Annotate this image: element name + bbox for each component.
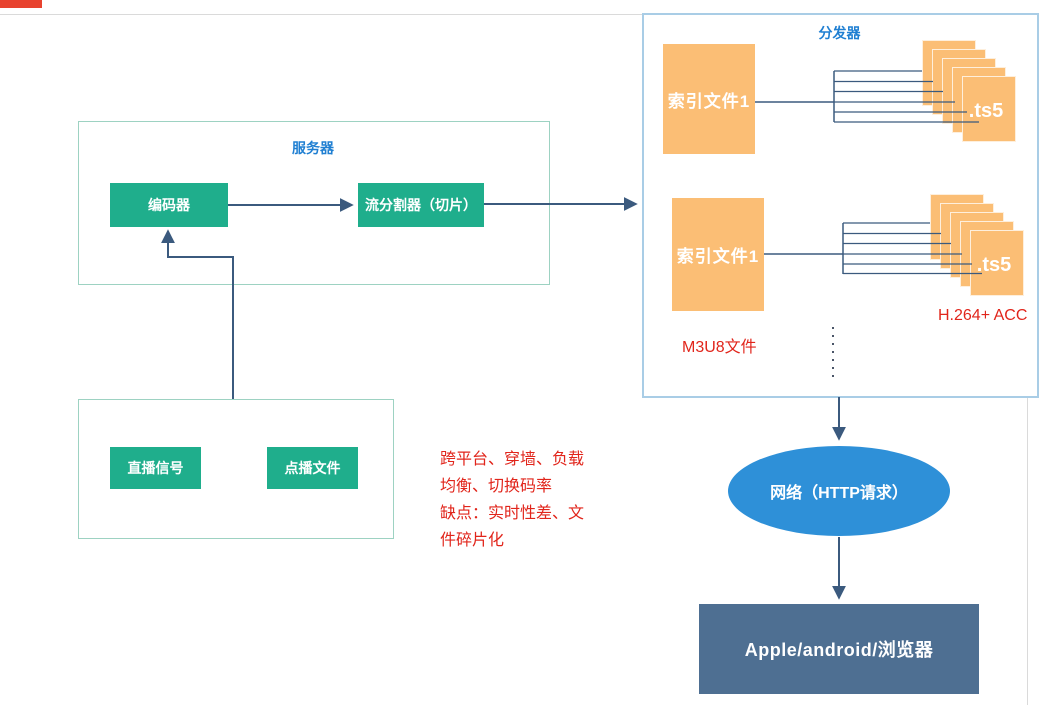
index-file-label-2: 索引文件1	[676, 247, 760, 266]
encoder-node: 编码器	[110, 183, 228, 227]
annotation-line-4: 件碎片化	[440, 532, 505, 549]
server-group-title: 服务器	[292, 140, 334, 156]
ts-stack1-label: .ts5	[968, 100, 1004, 122]
index-file-node-2: 索引文件1	[672, 198, 764, 311]
network-node: 网络（HTTP请求）	[728, 446, 950, 536]
top-left-red-marker	[0, 0, 42, 8]
ts-stack2-page-front	[970, 230, 1024, 296]
stream-splitter-node: 流分割器（切片）	[358, 183, 484, 227]
network-label: 网络（HTTP请求）	[770, 485, 908, 502]
encoder-label: 编码器	[148, 197, 190, 213]
m3u8-label: M3U8文件	[682, 339, 757, 356]
annotation-line-1: 跨平台、穿墙、负载	[440, 451, 585, 468]
codec-label: H.264+ ACC	[938, 307, 1028, 324]
distributor-title: 分发器	[818, 25, 861, 41]
ts-stack2-label: .ts5	[976, 254, 1012, 276]
right-page-edge-line	[1027, 396, 1028, 705]
annotation-notes: 跨平台、穿墙、负载 均衡、切换码率 缺点：实时性差、文 件碎片化	[440, 446, 610, 554]
live-signal-node: 直播信号	[110, 447, 201, 489]
live-signal-label: 直播信号	[127, 460, 184, 476]
top-horizontal-rule	[0, 14, 642, 15]
client-label: Apple/android/浏览器	[744, 640, 934, 660]
ts-stack1-page-front	[962, 76, 1016, 142]
client-node: Apple/android/浏览器	[699, 604, 979, 694]
index-file-node-1: 索引文件1	[663, 44, 755, 154]
index-file-label-1: 索引文件1	[667, 91, 751, 111]
stream-splitter-label: 流分割器（切片）	[365, 197, 477, 213]
vod-file-label: 点播文件	[284, 460, 341, 476]
vod-file-node: 点播文件	[267, 447, 358, 489]
annotation-line-3: 缺点：实时性差、文	[440, 505, 585, 522]
annotation-line-2: 均衡、切换码率	[440, 478, 553, 495]
